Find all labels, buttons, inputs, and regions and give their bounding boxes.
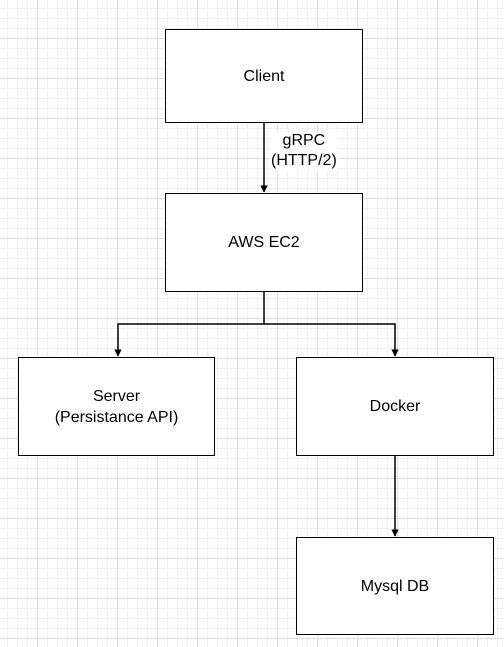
edge-aws-to-server <box>114 292 265 357</box>
mysql-db-label: Mysql DB <box>360 577 430 595</box>
docker-label: Docker <box>369 398 421 415</box>
aws-ec2-node[interactable]: AWS EC2 <box>165 193 363 292</box>
edge-aws-to-docker <box>264 323 399 357</box>
client-node[interactable]: Client <box>165 29 363 123</box>
grpc-edge-label: gRPC (HTTP/2) <box>270 131 338 171</box>
grpc-label-line2: (HTTP/2) <box>271 152 337 169</box>
docker-node[interactable]: Docker <box>296 357 494 456</box>
mysql-db-node[interactable]: Mysql DB <box>296 537 494 635</box>
server-label-line2: (Persistance API) <box>54 408 179 426</box>
aws-ec2-label: AWS EC2 <box>228 234 300 251</box>
grpc-label-line1: gRPC <box>282 132 326 149</box>
server-node[interactable]: Server (Persistance API) <box>18 357 215 456</box>
client-label: Client <box>243 67 285 85</box>
server-label-line1: Server <box>92 387 141 405</box>
